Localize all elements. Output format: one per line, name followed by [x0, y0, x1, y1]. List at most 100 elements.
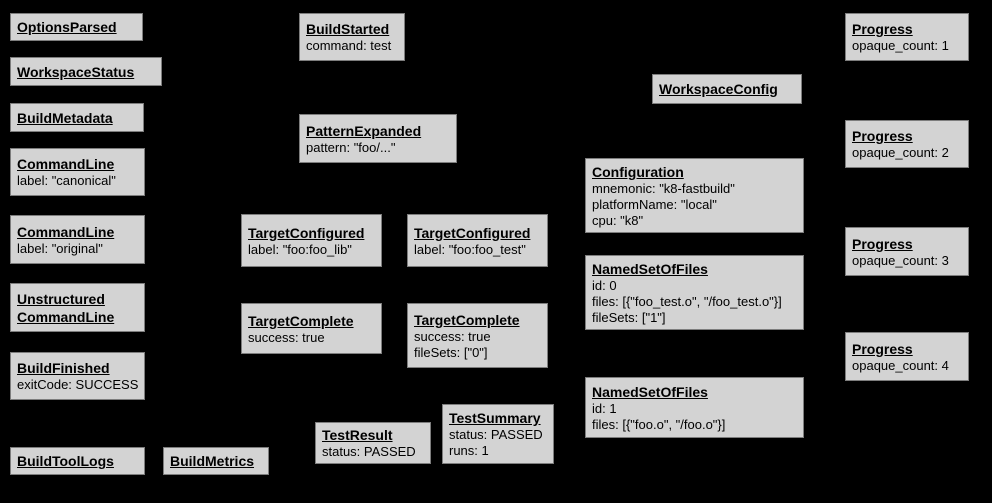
event-node-pattern-expanded: PatternExpanded pattern: "foo/...": [299, 114, 457, 163]
event-title-line: CommandLine: [17, 156, 115, 172]
event-attribute-line: fileSets: ["0"]: [414, 344, 488, 360]
event-attributes: label: "original": [17, 241, 138, 257]
event-node-test-result: TestResult status: PASSED: [315, 422, 431, 464]
event-title: CommandLine: [17, 223, 138, 241]
event-node-target-configured-test: TargetConfigured label: "foo:foo_test": [407, 214, 548, 267]
event-title-line: TargetConfigured: [414, 224, 531, 241]
event-title-line: OptionsParsed: [17, 19, 117, 35]
event-attribute-line: fileSets: ["1"]: [592, 309, 666, 325]
event-title-line: WorkspaceStatus: [17, 63, 135, 80]
event-attributes: status: PASSED: [322, 444, 424, 460]
event-title-line: TargetComplete: [414, 311, 520, 328]
event-attribute-line: opaque_count: 2: [852, 145, 949, 160]
event-title-line: PatternExpanded: [306, 122, 422, 139]
event-attribute-line: opaque_count: 3: [852, 252, 949, 268]
event-node-command-line-canonical: CommandLine label: "canonical": [10, 148, 145, 196]
event-attributes: label: "foo:foo_lib": [248, 242, 375, 258]
event-title-line: CommandLine: [17, 308, 115, 325]
event-title: CommandLine: [17, 155, 138, 173]
event-title-line: TargetConfigured: [248, 224, 365, 241]
event-attribute-line: label: "canonical": [17, 173, 116, 188]
event-attributes: opaque_count: 1: [852, 38, 962, 54]
event-attribute-line: status: PASSED: [449, 427, 543, 442]
event-node-progress-1: Progress opaque_count: 1: [845, 13, 969, 61]
event-title: Progress: [852, 20, 962, 38]
event-title-line: BuildToolLogs: [17, 453, 114, 469]
event-title: TargetConfigured: [414, 224, 541, 242]
event-attribute-line: status: PASSED: [322, 444, 416, 459]
event-attribute-line: opaque_count: 4: [852, 357, 949, 373]
event-title-line: Unstructured: [17, 290, 105, 307]
event-attributes: opaque_count: 2: [852, 145, 962, 161]
event-title: TargetConfigured: [248, 224, 375, 242]
event-title-line: BuildFinished: [17, 360, 110, 376]
event-node-progress-4: Progress opaque_count: 4: [845, 332, 969, 381]
event-title-line: Configuration: [592, 163, 684, 180]
event-node-build-started: BuildStarted command: test: [299, 13, 405, 61]
event-node-build-finished: BuildFinished exitCode: SUCCESS: [10, 352, 145, 400]
event-title-line: Progress: [852, 235, 913, 252]
event-title-line: Progress: [852, 21, 913, 37]
event-title: BuildFinished: [17, 359, 138, 377]
event-title: NamedSetOfFiles: [592, 260, 797, 278]
event-title: Progress: [852, 235, 962, 253]
event-title: TargetComplete: [248, 312, 375, 330]
event-attributes: label: "foo:foo_test": [414, 242, 541, 258]
event-title: OptionsParsed: [17, 18, 136, 36]
event-title: PatternExpanded: [306, 122, 450, 140]
event-attribute-line: success: true: [248, 329, 325, 345]
event-attribute-line: label: "foo:foo_test": [414, 241, 526, 257]
event-attribute-line: label: "original": [17, 240, 103, 256]
event-title: TestResult: [322, 426, 424, 444]
event-node-workspace-status: WorkspaceStatus: [10, 57, 162, 86]
event-title-line: TestSummary: [449, 410, 541, 426]
event-node-build-tool-logs: BuildToolLogs: [10, 447, 145, 475]
event-node-target-configured-lib: TargetConfigured label: "foo:foo_lib": [241, 214, 382, 267]
event-title-line: NamedSetOfFiles: [592, 260, 708, 277]
event-title-line: BuildStarted: [306, 21, 390, 37]
event-title: TargetComplete: [414, 311, 541, 329]
event-title: WorkspaceConfig: [659, 80, 795, 98]
event-node-workspace-config: WorkspaceConfig: [652, 74, 802, 104]
event-attribute-line: id: 1: [592, 400, 617, 416]
event-title-line: TargetComplete: [248, 312, 354, 329]
event-node-configuration: Configuration mnemonic: "k8-fastbuild"pl…: [585, 158, 804, 233]
event-node-build-metrics: BuildMetrics: [163, 447, 269, 475]
event-attribute-line: command: test: [306, 38, 392, 53]
event-attributes: exitCode: SUCCESS: [17, 377, 138, 393]
event-attributes: label: "canonical": [17, 173, 138, 189]
event-title-line: BuildMetadata: [17, 109, 113, 126]
event-title: Progress: [852, 127, 962, 145]
event-attribute-line: id: 0: [592, 277, 617, 293]
event-title: BuildMetrics: [170, 452, 262, 470]
event-title: NamedSetOfFiles: [592, 383, 797, 401]
event-attributes: mnemonic: "k8-fastbuild"platformName: "l…: [592, 181, 797, 229]
event-title-line: CommandLine: [17, 223, 115, 240]
event-attribute-line: success: true: [414, 328, 491, 344]
event-attribute-line: pattern: "foo/...": [306, 139, 396, 155]
event-title: BuildStarted: [306, 20, 398, 38]
event-title-line: Progress: [852, 128, 913, 144]
event-node-progress-3: Progress opaque_count: 3: [845, 227, 969, 276]
event-title-line: NamedSetOfFiles: [592, 383, 708, 400]
event-attributes: opaque_count: 3: [852, 253, 962, 269]
event-attribute-line: cpu: "k8": [592, 212, 644, 228]
event-node-target-complete-lib: TargetComplete success: true: [241, 303, 382, 354]
event-attributes: command: test: [306, 38, 398, 54]
event-attribute-line: files: [{"foo.o", "/foo.o"}]: [592, 416, 726, 432]
event-attribute-line: mnemonic: "k8-fastbuild": [592, 180, 735, 196]
event-title-line: Progress: [852, 340, 913, 357]
event-title: Progress: [852, 340, 962, 358]
event-title: TestSummary: [449, 409, 547, 427]
event-node-command-line-original: CommandLine label: "original": [10, 215, 145, 264]
event-title: WorkspaceStatus: [17, 63, 155, 81]
event-attribute-line: label: "foo:foo_lib": [248, 241, 352, 257]
